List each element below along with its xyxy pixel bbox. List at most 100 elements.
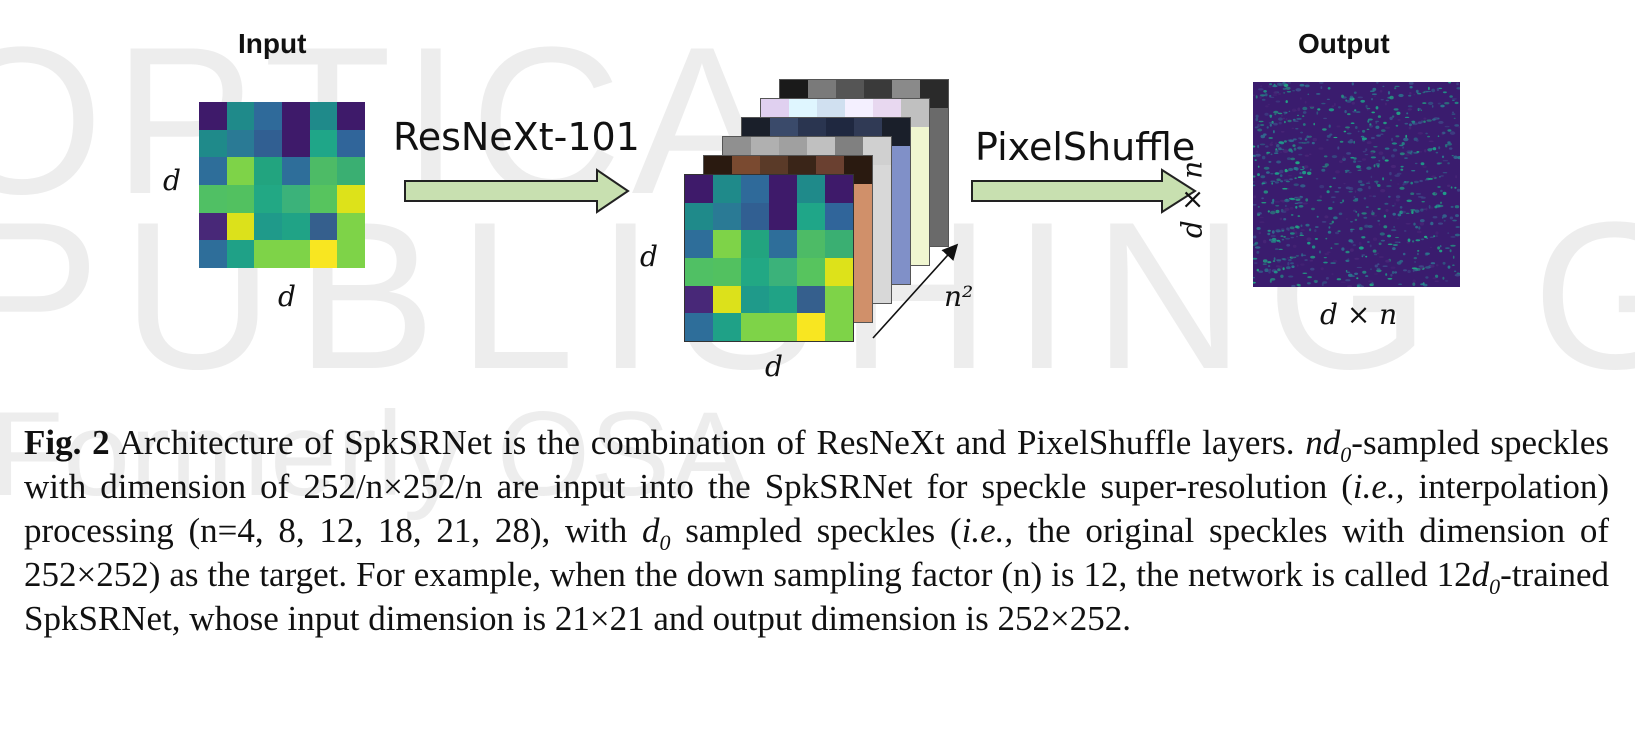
speckle-dot (1417, 252, 1419, 256)
speckle-dot (1407, 238, 1411, 242)
speckle-dot (1263, 166, 1270, 170)
speckle-dot (1326, 139, 1329, 141)
speckle-dot (1328, 108, 1335, 112)
speckle-dot (1427, 101, 1434, 105)
speckle-dot (1403, 181, 1407, 183)
speckle-dot (1454, 124, 1460, 127)
speckle-dot (1256, 150, 1259, 153)
speckle-dot (1297, 146, 1303, 150)
speckle-dot (1421, 201, 1425, 203)
speckle-dot (1280, 235, 1284, 237)
speckle-dot (1366, 107, 1371, 110)
speckle-dot (1379, 232, 1385, 236)
speckle-dot (1350, 156, 1355, 159)
speckle-dot (1311, 141, 1315, 145)
speckle-dot (1429, 236, 1434, 238)
speckle-dot (1361, 137, 1367, 140)
speckle-dot (1307, 93, 1310, 96)
grid-cell (741, 285, 769, 314)
speckle-dot (1395, 135, 1400, 138)
speckle-dot (1309, 259, 1314, 262)
speckle-dot (1356, 266, 1362, 269)
speckle-dot (1422, 91, 1426, 94)
speckle-dot (1322, 281, 1328, 284)
grid-cell (281, 212, 310, 241)
speckle-dot (1355, 126, 1358, 129)
speckle-dot (1453, 117, 1456, 119)
speckle-dot (1298, 137, 1301, 140)
speckle-dot (1256, 268, 1259, 272)
speckle-dot (1282, 87, 1287, 90)
speckle-dot (1419, 222, 1425, 226)
speckle-dot (1435, 235, 1438, 237)
speckle-dot (1399, 152, 1405, 156)
speckle-dot (1372, 87, 1377, 91)
speckle-dot (1254, 242, 1257, 245)
speckle-dot (1322, 165, 1328, 168)
speckle-dot (1251, 281, 1256, 284)
speckle-dot (1346, 99, 1352, 103)
speckle-dot (1426, 119, 1432, 122)
speckle-dot (1447, 129, 1452, 132)
speckle-dot (1302, 111, 1307, 114)
speckle-dot (1378, 151, 1384, 155)
speckle-dot (1322, 128, 1327, 131)
speckle-dot (1412, 282, 1416, 286)
speckle-dot (1428, 177, 1433, 180)
speckle-dot (1331, 272, 1334, 276)
speckle-dot (1371, 111, 1375, 114)
speckle-dot (1450, 205, 1454, 208)
speckle-dot (1432, 216, 1438, 219)
speckle-dot (1380, 99, 1384, 101)
speckle-dot (1288, 197, 1294, 200)
speckle-dot (1425, 276, 1429, 279)
speckle-dot (1391, 271, 1395, 274)
speckle-dot (1396, 111, 1401, 115)
speckle-dot (1306, 135, 1309, 138)
speckle-dot (1261, 183, 1264, 186)
speckle-dot (1370, 268, 1372, 271)
speckle-dot (1288, 275, 1294, 278)
speckle-dot (1253, 235, 1257, 239)
speckle-dot (1259, 221, 1265, 224)
grid-cell (337, 184, 365, 213)
speckle-dot (1275, 229, 1281, 233)
speckle-dot (1396, 261, 1402, 265)
speckle-dot (1288, 110, 1291, 112)
speckle-dot (1258, 88, 1264, 91)
caption-subscript: 0 (1340, 442, 1352, 467)
speckle-dot (1375, 120, 1379, 123)
speckle-dot (1346, 128, 1350, 131)
speckle-dot (1331, 196, 1336, 198)
speckle-dot (1269, 238, 1272, 242)
speckle-dot (1441, 155, 1445, 159)
speckle-dot (1263, 239, 1267, 244)
speckle-dot (1280, 180, 1283, 183)
speckle-dot (1272, 260, 1276, 263)
grid-cell (226, 129, 255, 158)
caption-math: d (641, 511, 660, 550)
speckle-dot (1294, 196, 1298, 199)
speckle-dot (1289, 81, 1291, 84)
speckle-dot (1301, 253, 1303, 257)
speckle-dot (1268, 270, 1271, 274)
speckle-dot (1453, 270, 1457, 273)
speckle-dot (1295, 88, 1302, 92)
speckle-dot (1307, 282, 1311, 285)
grid-cell (713, 285, 741, 314)
speckle-dot (1375, 182, 1378, 185)
speckle-dot (1442, 91, 1447, 94)
speckle-dot (1394, 87, 1397, 90)
speckle-dot (1420, 208, 1424, 212)
speckle-dot (1334, 102, 1336, 107)
speckle-dot (1384, 202, 1389, 205)
speckle-dot (1304, 154, 1309, 157)
speckle-dot (1454, 186, 1457, 189)
speckle-dot (1278, 265, 1283, 269)
speckle-dot (1297, 114, 1299, 117)
speckle-dot (1440, 189, 1443, 193)
speckle-dot (1282, 149, 1289, 153)
grid-cell (825, 257, 853, 286)
speckle-dot (1270, 173, 1274, 175)
speckle-dot (1437, 117, 1440, 120)
